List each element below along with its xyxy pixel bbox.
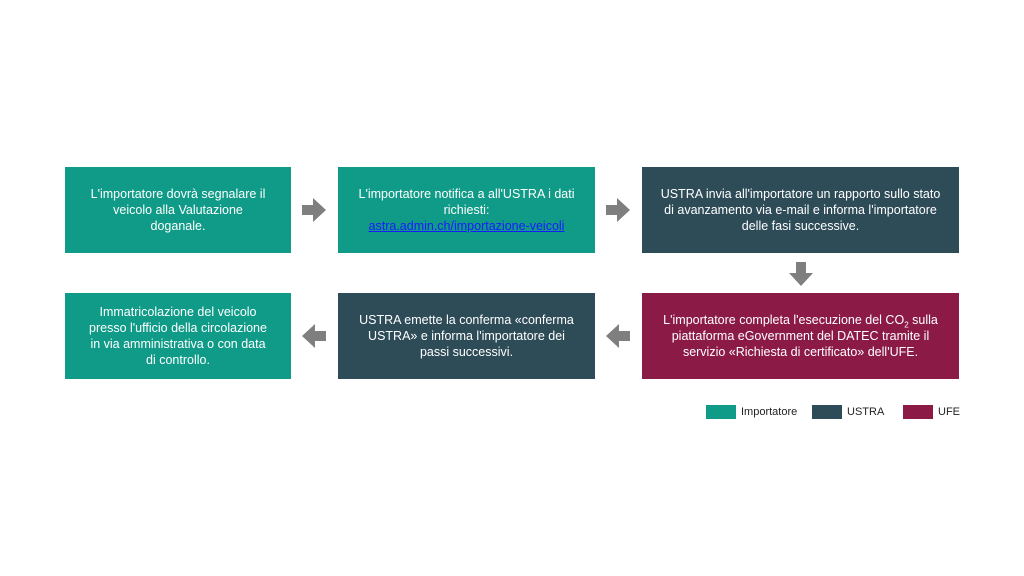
step-4-text: L'importatore completa l'esecuzione del … xyxy=(663,313,938,359)
step-6-text: Immatricolazione del veicolo presso l'uf… xyxy=(89,305,267,367)
legend-label-ufe: UFE xyxy=(938,406,960,418)
legend-swatch-ufe xyxy=(903,405,933,419)
legend-label-importatore: Importatore xyxy=(741,406,798,418)
importazione-veicoli-link[interactable]: astra.admin.ch/importazione-veicoli xyxy=(368,219,565,233)
step-1-text: L'importatore dovrà segnalare il veicolo… xyxy=(90,187,266,233)
step-1-box: L'importatore dovrà segnalare il veicolo… xyxy=(65,167,291,253)
legend-swatch-importatore xyxy=(706,405,736,419)
legend-swatch-ustra xyxy=(812,405,842,419)
step-4-box: L'importatore completa l'esecuzione del … xyxy=(642,293,959,379)
step-5-text: USTRA emette la conferma «conferma USTRA… xyxy=(359,313,574,359)
arrow-down xyxy=(789,262,813,286)
arrow-right-1 xyxy=(302,198,326,222)
legend-label-ustra: USTRA xyxy=(847,406,885,418)
step-5-box: USTRA emette la conferma «conferma USTRA… xyxy=(338,293,595,379)
step-2-box: L'importatore notifica a all'USTRA i dat… xyxy=(338,167,595,253)
step-3-box: USTRA invia all'importatore un rapporto … xyxy=(642,167,959,253)
step-2-text: L'importatore notifica a all'USTRA i dat… xyxy=(358,187,575,217)
step-6-box: Immatricolazione del veicolo presso l'uf… xyxy=(65,293,291,379)
arrow-left-1 xyxy=(606,324,630,348)
arrow-left-2 xyxy=(302,324,326,348)
step-3-text: USTRA invia all'importatore un rapporto … xyxy=(660,187,941,233)
arrow-right-2 xyxy=(606,198,630,222)
